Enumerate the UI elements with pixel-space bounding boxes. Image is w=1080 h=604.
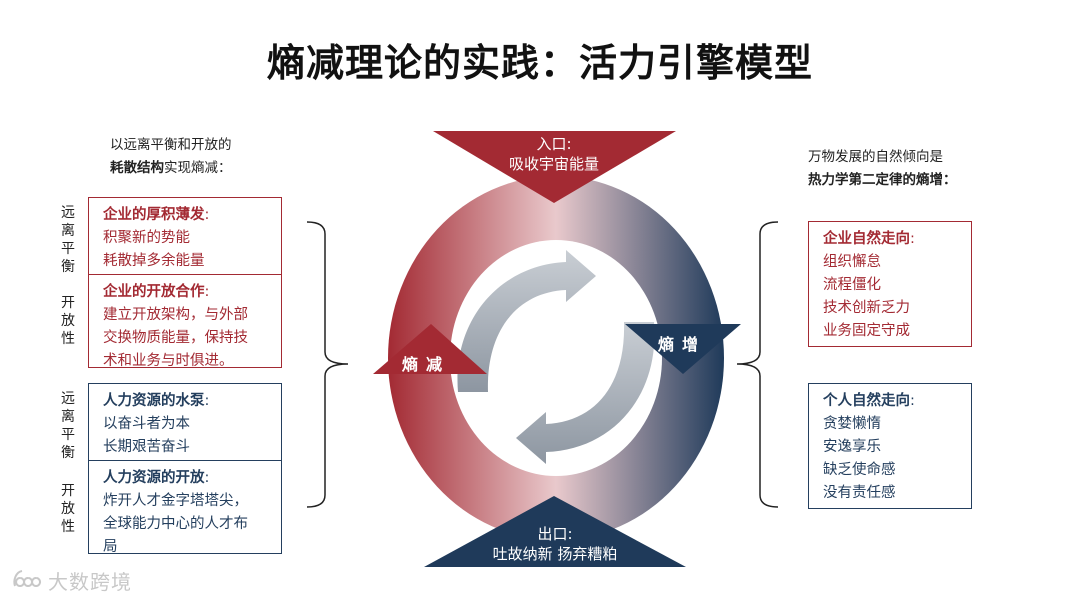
box-enterprise-natural-trend: 企业自然走向: 组织懈怠 流程僵化 技术创新乏力 业务固定守成 (808, 221, 972, 347)
left-intro-line1: 以远离平衡和开放的 (110, 137, 232, 153)
exit-label: 出口: (537, 525, 573, 543)
exit-triangle (424, 496, 686, 567)
watermark-text: 大数跨境 (48, 570, 132, 594)
char: 离 (61, 223, 75, 239)
box-line: 没有责任感 (823, 485, 896, 501)
heading-text: 人力资源的开放 (103, 470, 205, 486)
left-intro-bold: 耗散结构 (110, 160, 164, 176)
box-line: 贪婪懒惰 (823, 416, 881, 432)
box-heading: 企业的厚积薄发: (103, 204, 281, 227)
box-line: 术和业务与时俱进。 (103, 353, 234, 369)
char: 性 (61, 331, 75, 347)
heading-colon: : (204, 470, 210, 486)
watermark-logo-icon (13, 570, 42, 587)
box-heading: 企业自然走向: (823, 228, 971, 251)
right-brace (736, 221, 779, 508)
box-line: 业务固定守成 (823, 323, 910, 339)
cycle-arrow-top (457, 250, 596, 392)
entropy-decrease-triangle (373, 324, 487, 374)
entry-label: 入口: (536, 135, 572, 153)
exit-label-block: 出口: 吐故纳新 扬弃糟粕 (460, 524, 650, 564)
box-heading: 企业的开放合作: (103, 281, 281, 304)
box-enterprise-open-cooperation: 企业的开放合作: 建立开放架构，与外部 交换物质能量，保持技 术和业务与时俱进。 (88, 274, 282, 369)
box-personal-natural-trend: 个人自然走向: 贪婪懒惰 安逸享乐 缺乏使命感 没有责任感 (808, 383, 972, 509)
char: 性 (61, 519, 75, 535)
box-heading: 个人自然走向: (823, 390, 971, 413)
char: 衡 (61, 259, 75, 275)
box-line: 长期艰苦奋斗 (103, 439, 190, 455)
char: 开 (61, 483, 75, 499)
heading-text: 个人自然走向 (823, 393, 910, 409)
entry-triangle (433, 131, 676, 203)
heading-text: 企业的开放合作 (103, 284, 205, 300)
heading-colon: : (204, 207, 210, 223)
entry-text: 吸收宇宙能量 (508, 155, 599, 173)
exit-text: 吐故纳新 扬弃糟粕 (492, 545, 618, 563)
label-far-from-equilibrium-1: 远 离 平 衡 (58, 204, 78, 276)
page-title: 熵减理论的实践：活力引擎模型 (266, 41, 813, 85)
heading-text: 人力资源的水泵 (103, 393, 205, 409)
heading-colon: : (910, 231, 915, 247)
box-line: 全球能力中心的人才布 (103, 516, 248, 532)
box-heading: 人力资源的水泵: (103, 390, 281, 413)
right-intro-bold: 热力学第二定律的熵增： (808, 172, 957, 188)
char: 放 (61, 501, 75, 517)
label-openness-2: 开 放 性 (58, 482, 78, 536)
left-brace (306, 221, 349, 508)
char: 平 (61, 241, 75, 257)
box-line: 技术创新乏力 (823, 300, 910, 316)
box-line: 缺乏使命感 (823, 462, 896, 478)
left-intro-rest: 实现熵减： (164, 160, 232, 176)
char: 远 (61, 205, 75, 221)
box-line: 以奋斗者为本 (103, 416, 190, 432)
heading-text: 企业的厚积薄发 (103, 207, 205, 223)
box-line: 积聚新的势能 (103, 230, 190, 246)
box-hr-openness: 人力资源的开放: 炸开人才金字塔塔尖， 全球能力中心的人才布 局 (88, 460, 282, 555)
heading-colon: : (910, 393, 915, 409)
box-line: 炸开人才金字塔塔尖， (103, 493, 248, 509)
right-intro: 万物发展的自然倾向是 热力学第二定律的熵增： (808, 146, 957, 192)
box-line: 流程僵化 (823, 277, 881, 293)
label-far-from-equilibrium-2: 远 离 平 衡 (58, 390, 78, 462)
box-line: 建立开放架构，与外部 (103, 307, 248, 323)
char: 远 (61, 391, 75, 407)
box-line: 耗散掉多余能量 (103, 253, 205, 269)
entropy-decrease-label: 熵减 (402, 355, 451, 374)
left-intro-line2: 耗散结构实现熵减： (110, 157, 232, 180)
char: 平 (61, 427, 75, 443)
entry-label-block: 入口: 吸收宇宙能量 (476, 134, 632, 174)
left-intro: 以远离平衡和开放的 耗散结构实现熵减： (110, 134, 232, 180)
box-line: 安逸享乐 (823, 439, 881, 455)
char: 开 (61, 295, 75, 311)
cycle-arrow-bottom (516, 322, 655, 464)
entropy-increase-label: 熵增 (658, 335, 707, 354)
box-heading: 人力资源的开放: (103, 467, 281, 490)
label-openness-1: 开 放 性 (58, 294, 78, 348)
right-intro-line2: 热力学第二定律的熵增： (808, 169, 957, 192)
box-line: 交换物质能量，保持技 (103, 330, 248, 346)
engine-ring (388, 176, 724, 540)
heading-text: 企业自然走向 (823, 231, 910, 247)
char: 离 (61, 409, 75, 425)
right-intro-line1: 万物发展的自然倾向是 (808, 149, 943, 165)
char: 衡 (61, 445, 75, 461)
box-line: 局 (103, 539, 118, 555)
heading-colon: : (204, 284, 210, 300)
box-line: 组织懈怠 (823, 254, 881, 270)
char: 放 (61, 313, 75, 329)
heading-colon: : (204, 393, 210, 409)
entropy-increase-triangle (625, 324, 741, 374)
box-enterprise-accumulation: 企业的厚积薄发: 积聚新的势能 耗散掉多余能量 (88, 197, 282, 275)
